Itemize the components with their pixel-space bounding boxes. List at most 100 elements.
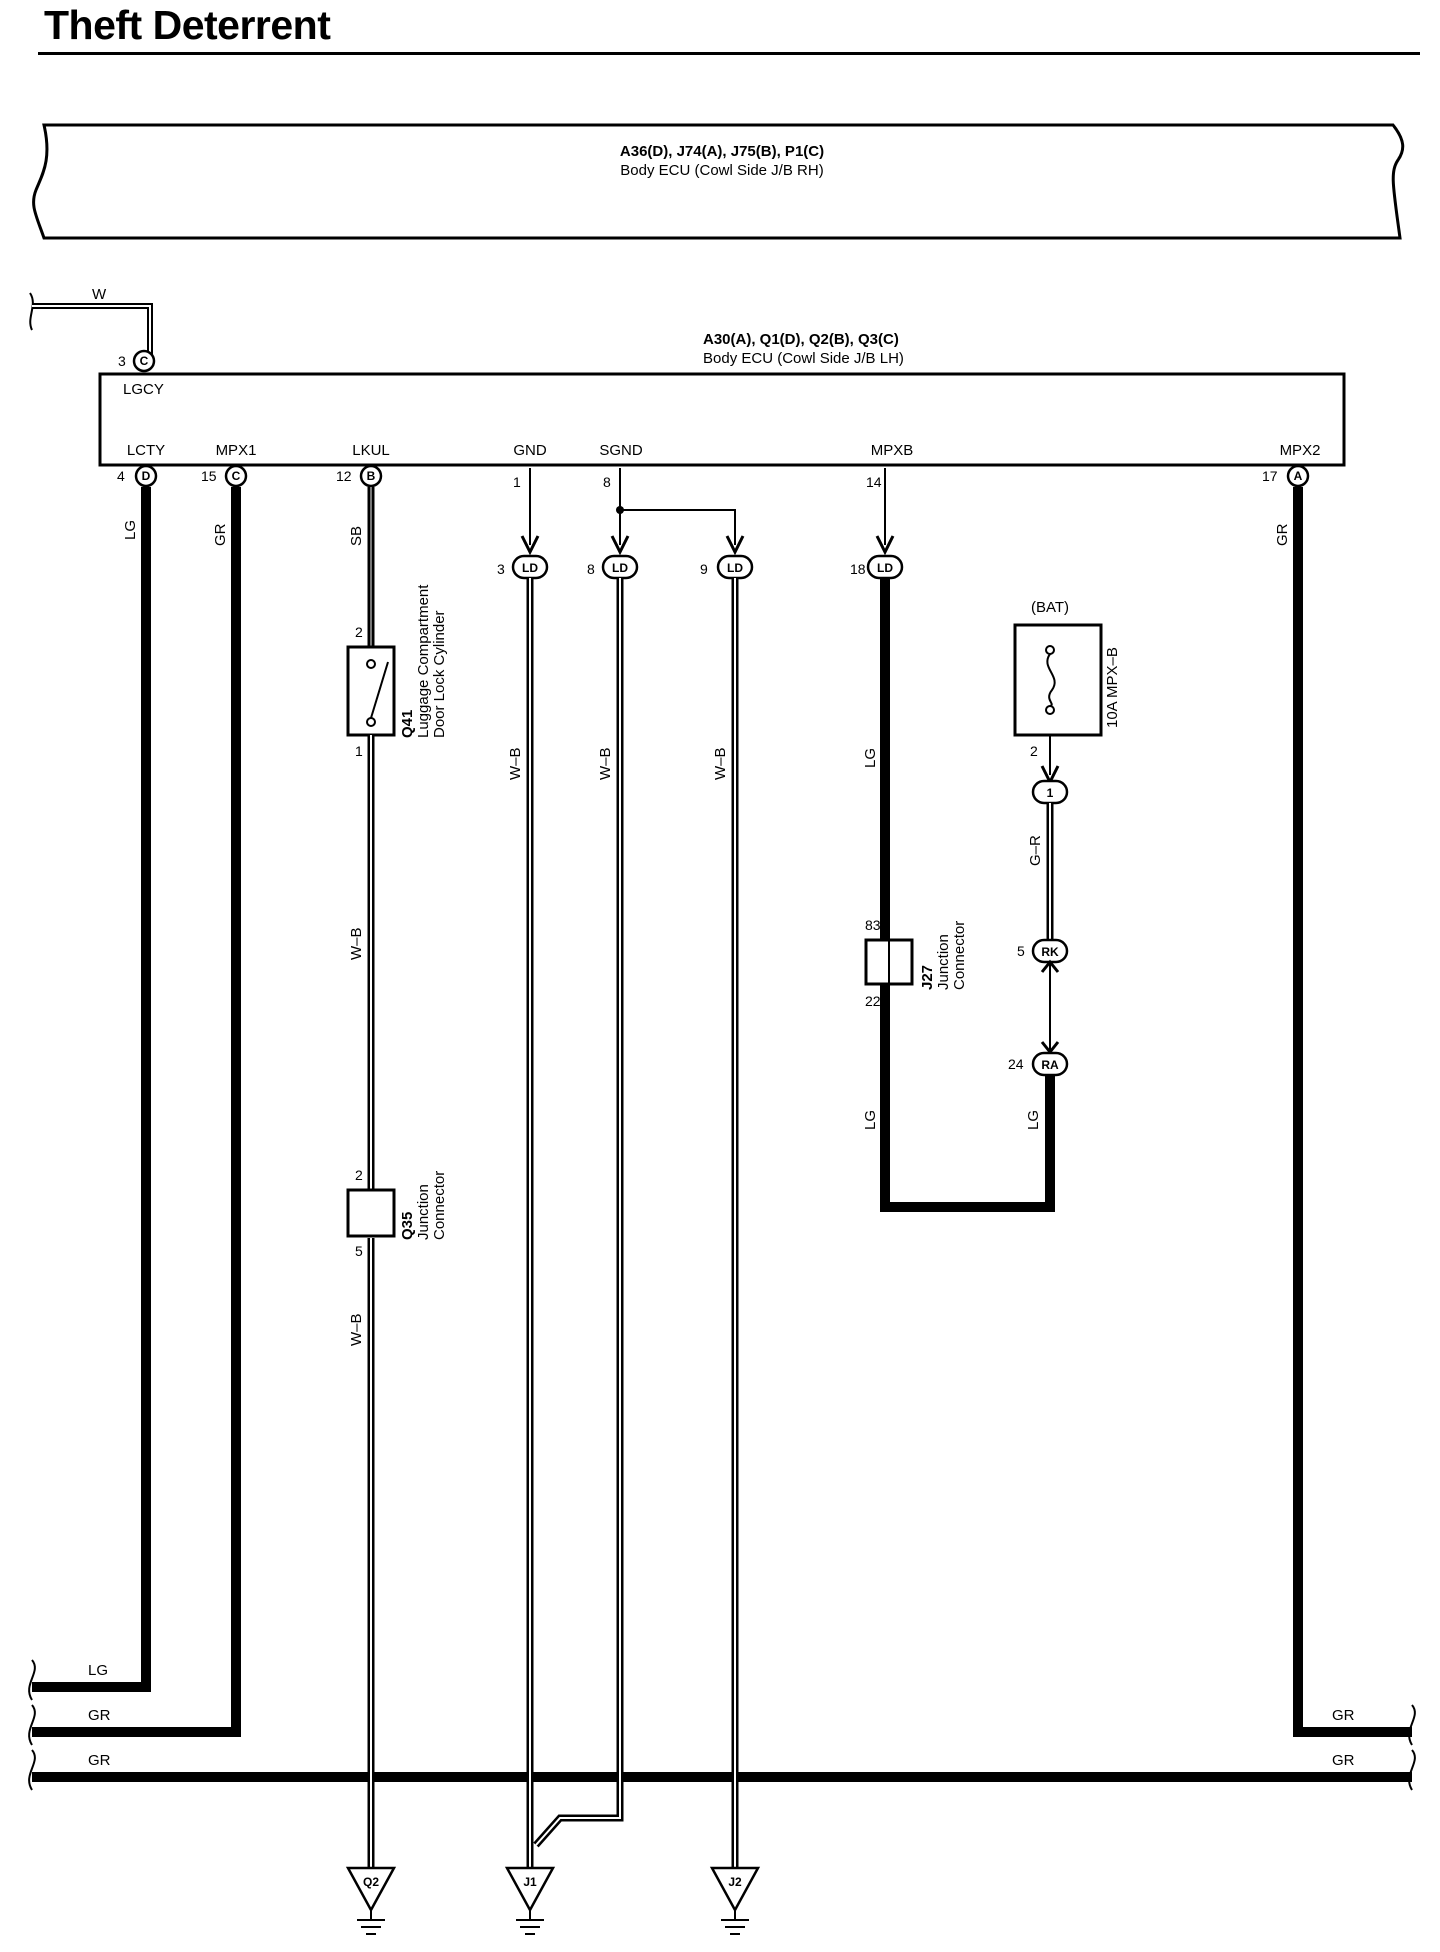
ground-j2-label: J2: [728, 1875, 742, 1889]
body-ecu-rh-codes: A36(D), J74(A), J75(B), P1(C): [620, 143, 824, 160]
ld-3-pin: 3: [497, 561, 505, 577]
fuse-element: [1046, 653, 1056, 707]
fuse-box: [1013, 623, 1103, 737]
q41-line1: Luggage Compartment: [415, 584, 432, 738]
ra-label: RA: [1041, 1058, 1059, 1072]
ground-q2: Q2: [345, 1866, 397, 1935]
wire-wb-j2-label: W–B: [712, 747, 729, 780]
ld-8-label: LD: [612, 561, 628, 575]
terminal-mpx1-pin: 15: [201, 468, 217, 484]
circuit-lkul: SB 2 1 Q41 Luggage Compartment Door Lock…: [346, 487, 448, 1868]
terminal-lkul-pin: 12: [336, 468, 352, 484]
ground-j1: J1: [504, 1866, 556, 1935]
q35-line1: Junction: [415, 1184, 432, 1240]
terminal-mpxb-pin: 14: [866, 474, 882, 490]
connector-d-lcty: [134, 464, 158, 488]
body-ecu-lh-codes: A30(A), Q1(D), Q2(B), Q3(C): [703, 331, 899, 348]
rk-pin: 5: [1017, 943, 1025, 959]
ld-8-pin: 8: [587, 561, 595, 577]
terminal-gnd-label: GND: [513, 442, 547, 459]
q35-id: Q35: [399, 1212, 416, 1240]
connector-c-mpx1: [224, 464, 248, 488]
terminal-gnd-pin: 1: [513, 474, 521, 490]
ld-3-label: LD: [522, 561, 538, 575]
terminal-lcty-label: LCTY: [127, 442, 165, 459]
terminal-lkul-label: LKUL: [352, 442, 390, 459]
wire-gr-mpx1-label: GR: [212, 523, 229, 546]
j27-pin-bot: 22: [865, 993, 881, 1009]
ground-j2: J2: [709, 1866, 761, 1935]
q35-line2: Connector: [431, 1171, 448, 1240]
wire-lg-j27-label: LG: [862, 1110, 879, 1130]
wire-gr-mpx2: GR GR: [1274, 487, 1416, 1746]
terminal-lcty-pin: 4: [117, 468, 125, 484]
j27-line1: Junction: [935, 934, 952, 990]
connector-c-lgcy-label: C: [140, 354, 149, 368]
wire-wb-q41-label: W–B: [348, 927, 365, 960]
j27-pin-top: 83: [865, 917, 881, 933]
ground-q2-label: Q2: [363, 1875, 379, 1889]
body-ecu-rh-name: Body ECU (Cowl Side J/B RH): [620, 162, 823, 179]
q35-junction-box: [346, 1188, 396, 1238]
body-ecu-lh-name: Body ECU (Cowl Side J/B LH): [703, 350, 904, 367]
connector-c-mpx1-label: C: [232, 469, 241, 483]
ecu-bottom-terminals: 4 D 15 C 12 B 1 8 14 17 A: [117, 464, 1310, 490]
q35-pin-top: 2: [355, 1167, 363, 1183]
title-rule: [38, 52, 1420, 55]
fuse-label: 10A MPX–B: [1104, 647, 1121, 728]
wire-sb-label: SB: [348, 526, 365, 546]
terminal-mpx2-label: MPX2: [1280, 442, 1321, 459]
circuit-fuse: (BAT) 10A MPX–B 2 1 G–R 5 RK 24 RA: [1008, 599, 1121, 1077]
wire-gr-r-label: G–R: [1027, 835, 1044, 866]
connector-c-lgcy: [132, 349, 156, 373]
wire-lg-lcty-bus-label: LG: [88, 1662, 108, 1679]
page-title: Theft Deterrent: [44, 2, 331, 48]
connector-d-lcty-label: D: [142, 469, 151, 483]
q41-pin-top: 2: [355, 624, 363, 640]
body-ecu-rh: A36(D), J74(A), J75(B), P1(C) Body ECU (…: [32, 123, 1405, 240]
terminal-lgcy-pin: 3: [118, 353, 126, 369]
rk-label: RK: [1041, 945, 1059, 959]
q41-id: Q41: [399, 710, 416, 738]
ld-9-pin: 9: [700, 561, 708, 577]
ra-connector: [1031, 1051, 1069, 1077]
wire-wb-q35-label: W–B: [348, 1313, 365, 1346]
fuse-pin: 2: [1030, 743, 1038, 759]
terminal-sgnd-label: SGND: [599, 442, 643, 459]
q35-pin-bot: 5: [355, 1243, 363, 1259]
wire-lg-lcty-label: LG: [122, 520, 139, 540]
terminal-mpx2-pin: 17: [1262, 468, 1278, 484]
wire-w-lgcy: W 3 C: [29, 286, 156, 373]
terminal-lgcy-label: LGCY: [123, 381, 164, 398]
q41-pin-bot: 1: [355, 743, 363, 759]
wire-lg-lcty: LG LG: [28, 487, 151, 1701]
wire-gr-bus-right-label: GR: [1332, 1752, 1355, 1769]
q41-line2: Door Lock Cylinder: [431, 610, 448, 738]
fuse-source: (BAT): [1031, 599, 1069, 616]
body-ecu-lh: A30(A), Q1(D), Q2(B), Q3(C) Body ECU (Co…: [98, 331, 1346, 467]
connector-b-lkul: [359, 464, 383, 488]
wire-w-label: W: [92, 286, 107, 303]
wire-lg-ra-label: LG: [1025, 1110, 1042, 1130]
wire-gr-mpx2-bus-label: GR: [1332, 1707, 1355, 1724]
wire-gr-bus: GR GR: [28, 1749, 1416, 1791]
ld-18-pin: 18: [850, 561, 866, 577]
wire-wb-sgnd-label: W–B: [597, 747, 614, 780]
circuit-mpxb: LG 83 22 J27 Junction Connector LG LG: [862, 578, 1055, 1212]
wire-lg-mpxb-label: LG: [862, 748, 879, 768]
fuse-connector-1-label: 1: [1047, 786, 1054, 800]
ra-pin: 24: [1008, 1056, 1024, 1072]
wire-gr-bus-left-label: GR: [88, 1752, 111, 1769]
connector-a-mpx2-label: A: [1294, 469, 1303, 483]
ground-j1-label: J1: [523, 1875, 537, 1889]
wire-wb-gnd-label: W–B: [507, 747, 524, 780]
connector-a-mpx2: [1286, 464, 1310, 488]
terminal-mpxb-label: MPXB: [871, 442, 914, 459]
circuit-ground: 3 LD 8 LD 9 LD 18 LD W–B W–B W–B: [497, 468, 904, 1868]
wire-gr-mpx1-bus-label: GR: [88, 1707, 111, 1724]
body-ecu-lh-outline: [98, 372, 1346, 467]
j27-id: J27: [919, 965, 936, 990]
terminal-mpx1-label: MPX1: [216, 442, 257, 459]
ld-9-label: LD: [727, 561, 743, 575]
